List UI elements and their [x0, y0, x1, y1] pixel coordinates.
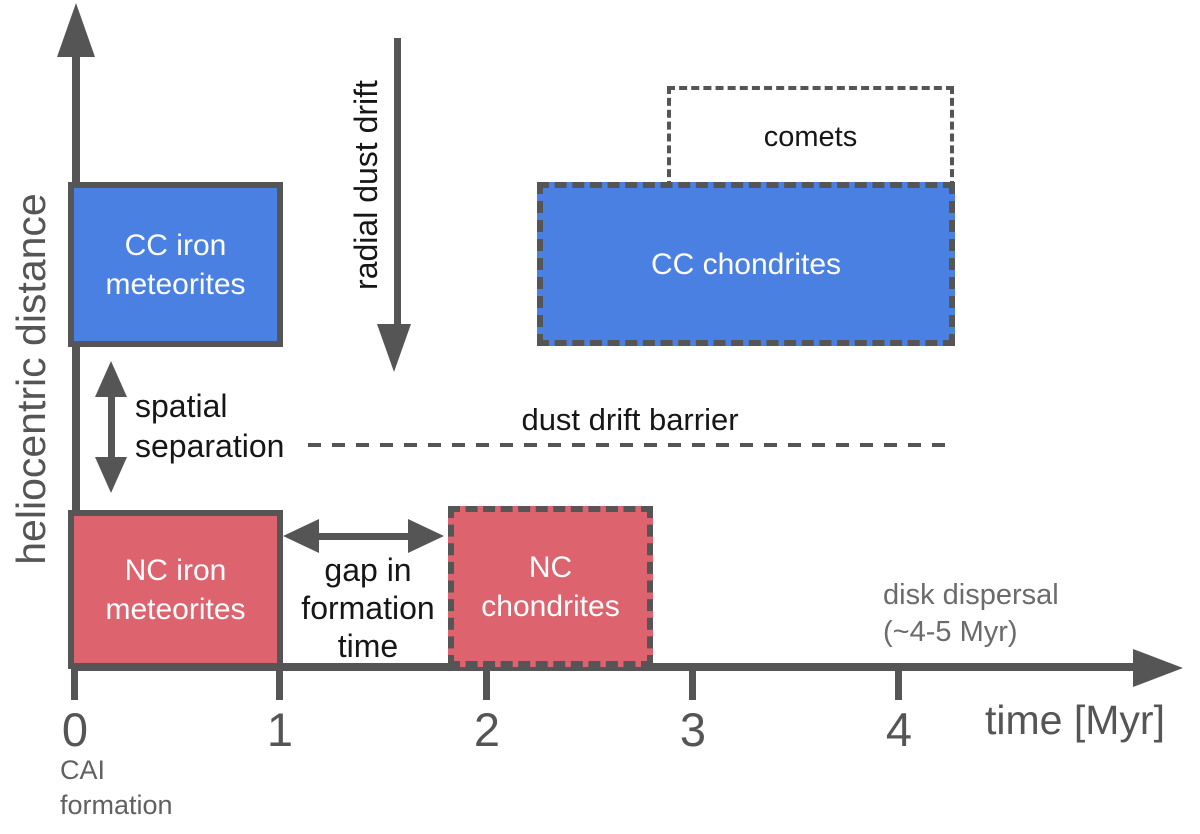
- x-axis-arrowhead-icon: [1133, 649, 1183, 687]
- spatial-separation-arrowhead-up-icon: [95, 361, 127, 397]
- dust-drift-barrier-line: [308, 443, 953, 447]
- radial-dust-drift-arrow-line: [394, 38, 401, 328]
- cai-formation-line2: formation: [60, 790, 173, 820]
- spatial-separation-line1: spatial: [135, 388, 228, 424]
- x-axis-label: time [Myr]: [985, 697, 1165, 743]
- x-axis-line: [72, 663, 1135, 671]
- nc-iron-label-line2: meteorites: [105, 592, 246, 626]
- disk-dispersal-line2: (~4-5 Myr): [883, 616, 1018, 648]
- spatial-separation-label: spatial separation: [135, 386, 284, 466]
- nc-iron-meteorites-box: NC iron meteorites: [68, 510, 283, 669]
- disk-dispersal-line1: disk dispersal: [883, 579, 1059, 611]
- x-tick-label-0: 0: [61, 703, 89, 756]
- x-tick-2: [483, 663, 490, 700]
- radial-dust-drift-label: radial dust drift: [348, 80, 384, 290]
- gap-in-formation-time-label: gap in formation time: [278, 551, 458, 665]
- gap-arrowhead-right-icon: [408, 519, 444, 553]
- x-tick-3: [689, 663, 696, 700]
- cc-chondrites-box: CC chondrites: [537, 182, 955, 346]
- x-tick-1: [276, 663, 283, 700]
- cai-formation-line1: CAI: [60, 755, 106, 785]
- cc-chondrites-label: CC chondrites: [650, 247, 842, 281]
- x-tick-label-2: 2: [473, 703, 501, 756]
- cc-iron-meteorites-box: CC iron meteorites: [68, 182, 283, 347]
- dust-drift-barrier-label: dust drift barrier: [521, 402, 739, 437]
- radial-dust-drift-arrowhead-icon: [377, 324, 411, 372]
- spatial-separation-arrowhead-down-icon: [95, 457, 127, 493]
- x-tick-label-4: 4: [885, 703, 913, 756]
- gap-arrow-line: [315, 533, 411, 540]
- cc-iron-label-line2: meteorites: [105, 267, 246, 301]
- y-axis-label: heliocentric distance: [8, 193, 54, 565]
- comets-label: comets: [763, 121, 858, 153]
- nc-chondrites-label-line2: chondrites: [481, 589, 620, 623]
- y-axis-line: [72, 28, 80, 668]
- cc-iron-label-line1: CC iron: [124, 228, 227, 262]
- disk-dispersal-note: disk dispersal (~4-5 Myr): [883, 577, 1059, 651]
- x-tick-label-3: 3: [679, 703, 707, 756]
- spatial-separation-line2: separation: [135, 428, 285, 464]
- x-tick-0: [71, 663, 78, 700]
- nc-iron-label-line1: NC iron: [124, 553, 227, 587]
- nc-chondrites-label-line1: NC: [528, 550, 573, 584]
- x-tick-4: [895, 663, 902, 700]
- gap-label-line3: time: [337, 628, 399, 664]
- nc-chondrites-box: NC chondrites: [448, 506, 653, 667]
- comets-box: comets: [667, 86, 954, 189]
- gap-label-line1: gap in: [324, 552, 412, 588]
- gap-label-line2: formation: [301, 590, 435, 626]
- spatial-separation-arrow-line: [108, 393, 115, 461]
- y-axis-arrowhead-icon: [57, 3, 95, 57]
- gap-arrowhead-left-icon: [283, 519, 319, 553]
- cai-formation-note: CAI formation: [60, 753, 173, 823]
- x-tick-label-1: 1: [266, 703, 294, 756]
